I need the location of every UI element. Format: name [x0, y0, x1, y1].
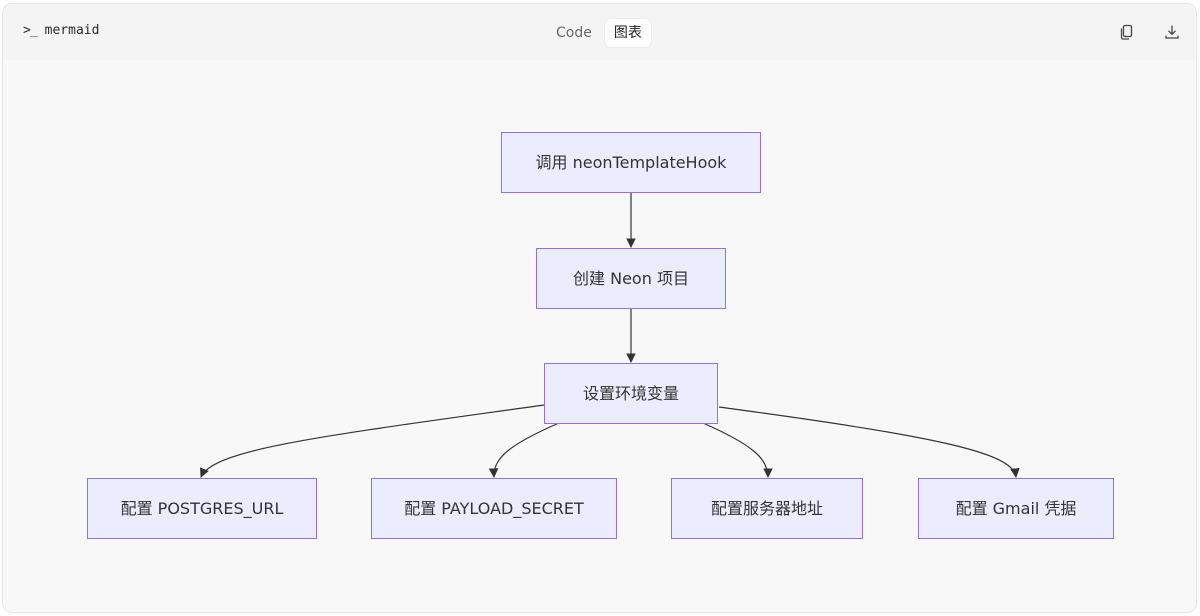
code-block-toolbar: >_ mermaid Code 图表 [3, 4, 1196, 60]
download-icon [1165, 25, 1179, 39]
node-label: 配置 POSTGRES_URL [121, 499, 284, 519]
code-block-panel: >_ mermaid Code 图表 [2, 3, 1197, 613]
terminal-icon: >_ [23, 23, 38, 38]
node-label: 创建 Neon 项目 [573, 269, 689, 288]
flowchart-diagram: 调用 neonTemplateHook 创建 Neon 项目 设置环境变量 配置… [87, 132, 1114, 539]
node-config-payload-secret: 配置 PAYLOAD_SECRET [371, 478, 617, 539]
node-label: 调用 neonTemplateHook [536, 153, 728, 172]
node-config-postgres-url: 配置 POSTGRES_URL [87, 478, 317, 539]
node-call-neon-template-hook: 调用 neonTemplateHook [501, 132, 761, 193]
view-tabs: Code 图表 [547, 19, 651, 47]
node-label: 配置 Gmail 凭据 [956, 499, 1077, 518]
node-label: 设置环境变量 [583, 384, 679, 403]
node-label: 配置服务器地址 [711, 499, 823, 518]
tab-diagram[interactable]: 图表 [604, 19, 651, 47]
edge-C-E [488, 422, 560, 478]
node-config-gmail-credentials: 配置 Gmail 凭据 [918, 478, 1114, 539]
copy-button[interactable] [1117, 22, 1137, 42]
tab-code[interactable]: Code [556, 25, 592, 41]
language-label-group: >_ mermaid [23, 23, 99, 38]
node-set-env-vars: 设置环境变量 [544, 363, 718, 424]
language-label: mermaid [44, 23, 100, 38]
node-label: 配置 PAYLOAD_SECRET [404, 499, 584, 519]
node-config-server-address: 配置服务器地址 [671, 478, 863, 539]
download-button[interactable] [1162, 22, 1182, 42]
edge-C-G [718, 406, 1020, 478]
edge-C-F [702, 422, 773, 478]
copy-icon [1120, 24, 1133, 40]
node-create-neon-project: 创建 Neon 项目 [536, 248, 726, 309]
edge-C-D [200, 404, 545, 478]
